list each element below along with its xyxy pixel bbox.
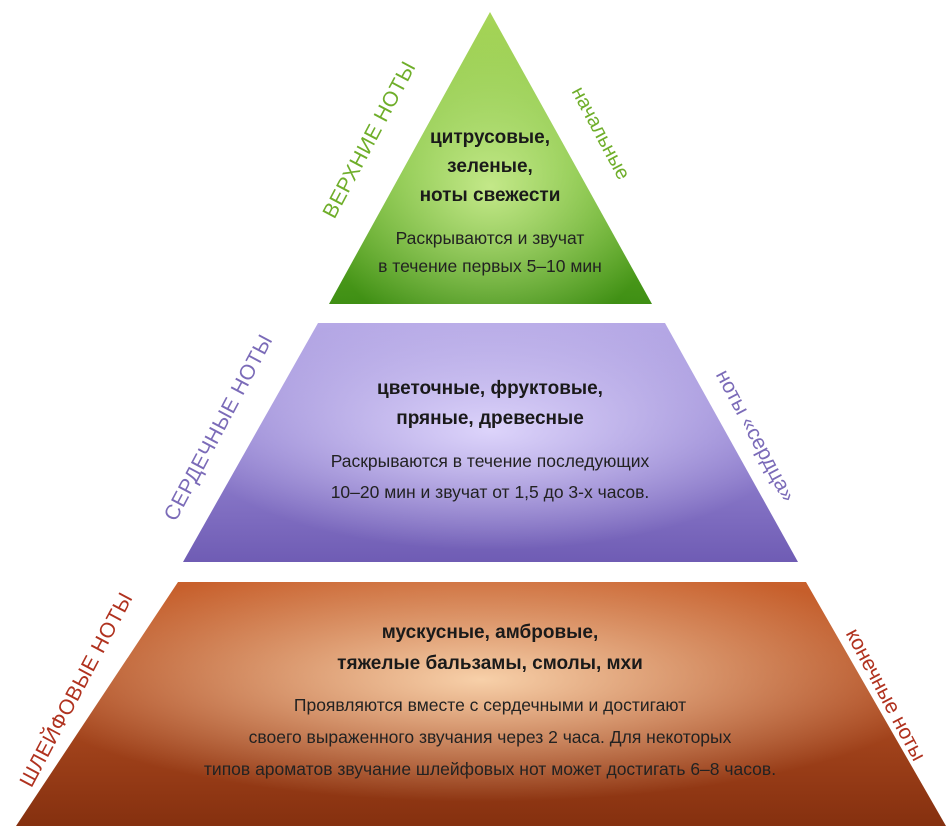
tier-middle-title: цветочные, фруктовые, пряные, древесные [377,378,603,429]
tier-bottom-description: Проявляются вместе с сердечными и достиг… [203,695,777,779]
tier-middle-text: цветочные, фруктовые, пряные, древесные … [270,374,710,508]
tier-middle-description: Раскрываются в течение последующих 10–20… [330,451,650,502]
tier-top-text: цитрусовые, зеленые, ноты свежести Раскр… [345,123,635,280]
tier-top-description: Раскрываются и звучат в течение первых 5… [378,228,602,276]
tier-bottom-text: мускусные, амбровые, тяжелые бальзамы, с… [135,617,845,785]
tier-bottom-title: мускусные, амбровые, тяжелые бальзамы, с… [337,622,643,674]
tier-top-title: цитрусовые, зеленые, ноты свежести [419,127,561,206]
